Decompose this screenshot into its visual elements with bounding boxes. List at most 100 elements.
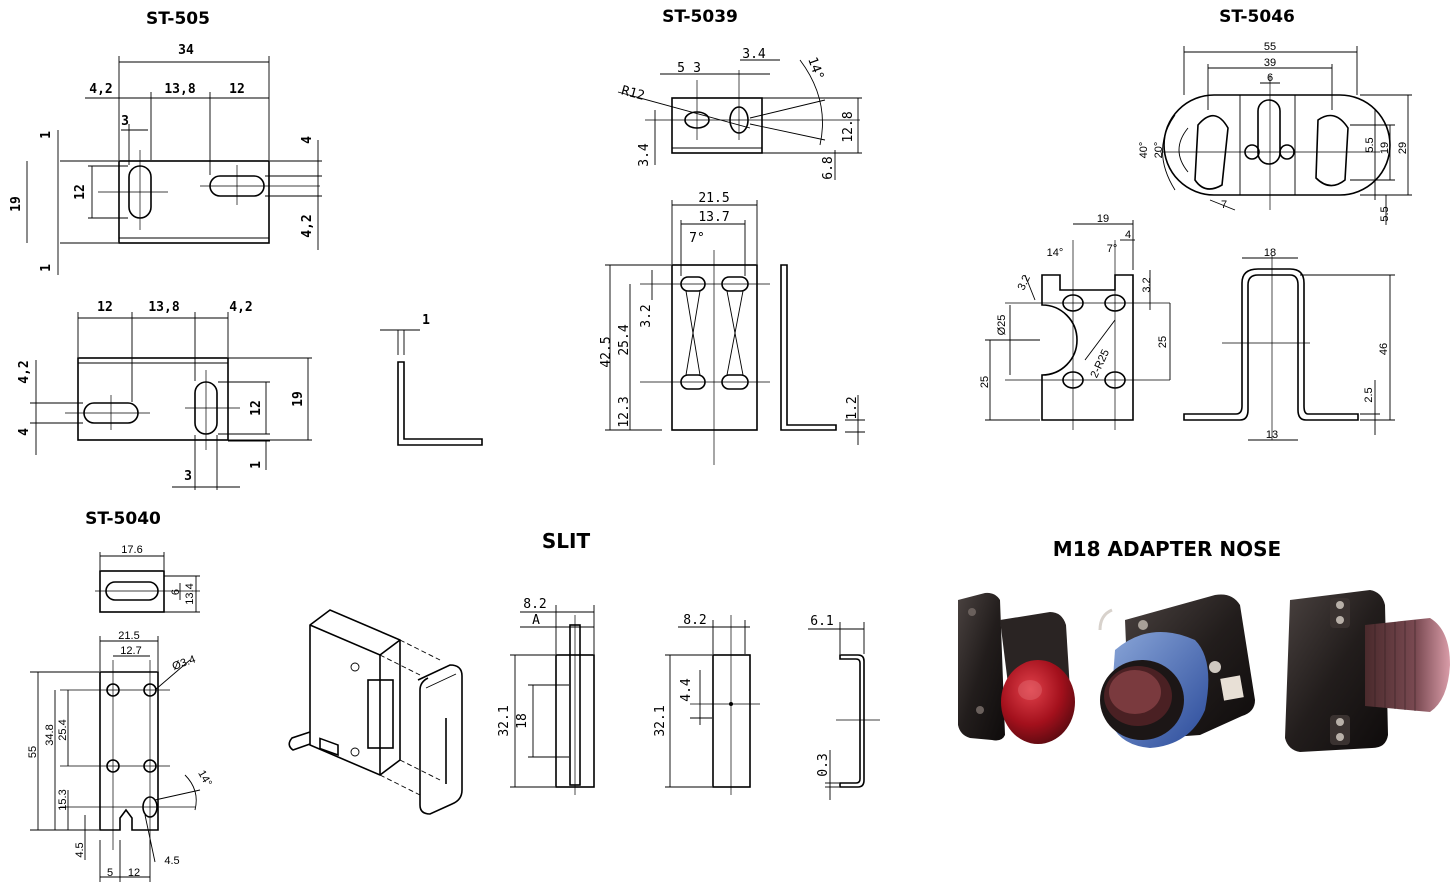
st505b-dim-h-bot: 4: [17, 428, 32, 436]
st5046-dim-h-r: 25: [1157, 336, 1169, 348]
slit-v1-label: A: [532, 613, 540, 628]
st5046-top-view: 55 39 6 40° 20° 5.5 19 29 5.5 7: [1138, 41, 1412, 225]
st5039-top-view: 5 3 3.4 14° R12 12.8 3.4 6.8: [617, 47, 862, 180]
st505-dim-r-bot: 4,2: [300, 214, 315, 237]
st5039-dim-w: 21.5: [698, 191, 729, 206]
st5040-top-view: 17.6 6 13.4: [95, 544, 200, 613]
st505-dim-h-total: 19: [9, 196, 24, 212]
slit-v1-dim-h2: 18: [515, 713, 530, 729]
st5046-dim-ang2: 20°: [1153, 142, 1165, 159]
st5040-dim-w: 21.5: [118, 630, 139, 642]
slit-view-2: 8.2 32.1 4.4: [653, 613, 760, 795]
st5039-dim-w2: 13.7: [698, 210, 729, 225]
st5040-dim-hole: Ø3.4: [171, 653, 198, 672]
st505-dim-slot-len: 12: [73, 184, 88, 200]
st5039-dim-h-bot: 12.3: [617, 396, 632, 427]
st5039-dim-h-slot: 3.2: [639, 304, 654, 327]
st505-dim-slot-width: 3: [121, 114, 129, 129]
st505b-dim-h-top: 4,2: [17, 360, 32, 383]
st5039-dim-d2: 3: [693, 61, 701, 76]
st5039-side-view: 1.2: [780, 264, 865, 445]
st505-dim-total: 34: [178, 43, 194, 58]
st5046-dim-h3: 29: [1397, 142, 1409, 154]
st5039-dim-radius: R12: [620, 83, 647, 104]
slit-v1-dim-h: 32.1: [497, 705, 512, 736]
title-st505: ST-505: [146, 9, 210, 29]
st5046-dim-r: 2-R25: [1089, 348, 1113, 380]
st5046-dim-side-bw: 13: [1266, 429, 1278, 441]
st505b-dim-left: 12: [97, 300, 113, 315]
st5046-side-view: 18 46 2.5 13: [1183, 247, 1395, 441]
slit-v2-dim-h2: 4.4: [679, 678, 694, 702]
st5040-dim-top-w: 17.6: [121, 544, 142, 556]
st5046-dim-d4: 4: [1125, 229, 1131, 241]
st5046-dim-slot-r: 3.2: [1141, 277, 1153, 292]
st505-dim-h-top: 1: [39, 131, 54, 139]
st5039-dim-bot: 6.8: [821, 156, 836, 179]
st505b-dim-right: 4,2: [229, 300, 252, 315]
st5039-dim-h-mid: 25.4: [617, 324, 632, 355]
st5039-front-view: 21.5 13.7 7° 42.5 25.4 3.2 12.3: [599, 191, 770, 465]
st5040-dim-b1: 5: [107, 867, 113, 879]
st5046-dim-ang1: 40°: [1138, 142, 1150, 159]
st5046-front-view: 19 14° 7° 4 3.2 3.2 Ø25 2-R25 25 25: [979, 213, 1171, 430]
title-slit: SLIT: [542, 529, 591, 553]
st505-top-view: 34 4,2 13,8 12 3 1 19 12 1 4 4,2: [9, 43, 322, 275]
st505-dim-mid: 13,8: [164, 82, 195, 97]
st5040-dim-h3: 25.4: [57, 719, 69, 740]
st505-dim-right: 12: [229, 82, 245, 97]
st5046-dim-side-w: 18: [1264, 247, 1276, 259]
st505b-dim-h-total: 19: [291, 391, 306, 407]
m18-photo-middle: [1098, 594, 1255, 748]
st5040-dim-h2: 34.8: [44, 724, 56, 745]
slit-view-3: 6.1 0.3: [808, 614, 880, 800]
st5039-dim-thk: 1.2: [845, 396, 860, 419]
st505b-dim-slot-len: 12: [249, 400, 264, 416]
st5046-dim-w3: 6: [1267, 72, 1273, 84]
st5046-dim-a1: 14°: [1047, 247, 1064, 259]
st5046-dim-side-t: 2.5: [1363, 387, 1375, 402]
st5046-dim-dia: Ø25: [996, 315, 1008, 336]
st505-dim-thk: 1: [422, 313, 430, 328]
st5046-dim-h4: 5.5: [1379, 206, 1391, 221]
slit-view-1: 8.2 A 32.1 18: [497, 597, 595, 795]
st5046-dim-slot: 7: [1221, 199, 1227, 211]
st5039-dim-angle: 14°: [804, 55, 826, 82]
st5046-dim-h-l: 25: [979, 376, 991, 388]
st5046-dim-w: 55: [1264, 41, 1276, 53]
st5040-dim-top-h1: 6: [170, 589, 182, 595]
st5040-dim-b2: 12: [128, 867, 140, 879]
st5040-dim-h-total: 55: [27, 746, 39, 758]
st5039-dim-left: 3.4: [637, 143, 652, 167]
st505-dim-h-bot: 1: [39, 264, 54, 272]
slit-v3-dim-t: 0.3: [816, 753, 831, 776]
st5039-dim-angle-front: 7°: [689, 231, 705, 246]
st5046-dim-w2: 39: [1264, 57, 1276, 69]
slit-v1-dim-w: 8.2: [523, 597, 546, 612]
m18-photo-left: [958, 592, 1075, 744]
st5040-front-view: 21.5 12.7 Ø3.4 55 34.8 25.4 15.3 4.5 14°…: [27, 630, 214, 882]
st5046-dim-a2: 7°: [1107, 243, 1118, 255]
slit-isometric-view: [288, 609, 463, 815]
st5040-dim-slot: 4.5: [164, 855, 179, 867]
st505-bottom-view: 12 13,8 4,2 4,2 4 12 19 1 3: [17, 300, 312, 490]
m18-photo-right: [1285, 590, 1450, 752]
title-st5040: ST-5040: [85, 509, 161, 529]
st5040-dim-angle: 14°: [195, 768, 214, 788]
st5040-dim-w2: 12.7: [120, 645, 141, 657]
st505-side-view: 1: [380, 313, 483, 446]
st5040-dim-top-h2: 13.4: [184, 583, 196, 604]
st5039-dim-d3: 3.4: [742, 47, 766, 62]
st5046-dim-slot: 3.2: [1016, 273, 1033, 292]
st505-dim-left: 4,2: [89, 82, 112, 97]
title-m18-adapter-nose: M18 ADAPTER NOSE: [1053, 537, 1281, 561]
st505b-dim-mid: 13,8: [148, 300, 179, 315]
st5046-dim-h2: 19: [1379, 142, 1391, 154]
st5039-dim-h-total: 42.5: [599, 336, 614, 367]
title-st5046: ST-5046: [1219, 7, 1295, 27]
st505-dim-r-top: 4: [300, 136, 315, 144]
st505b-dim-b1: 1: [249, 461, 264, 469]
st5040-dim-h4: 15.3: [57, 789, 69, 810]
st505b-dim-slot-width: 3: [184, 469, 192, 484]
